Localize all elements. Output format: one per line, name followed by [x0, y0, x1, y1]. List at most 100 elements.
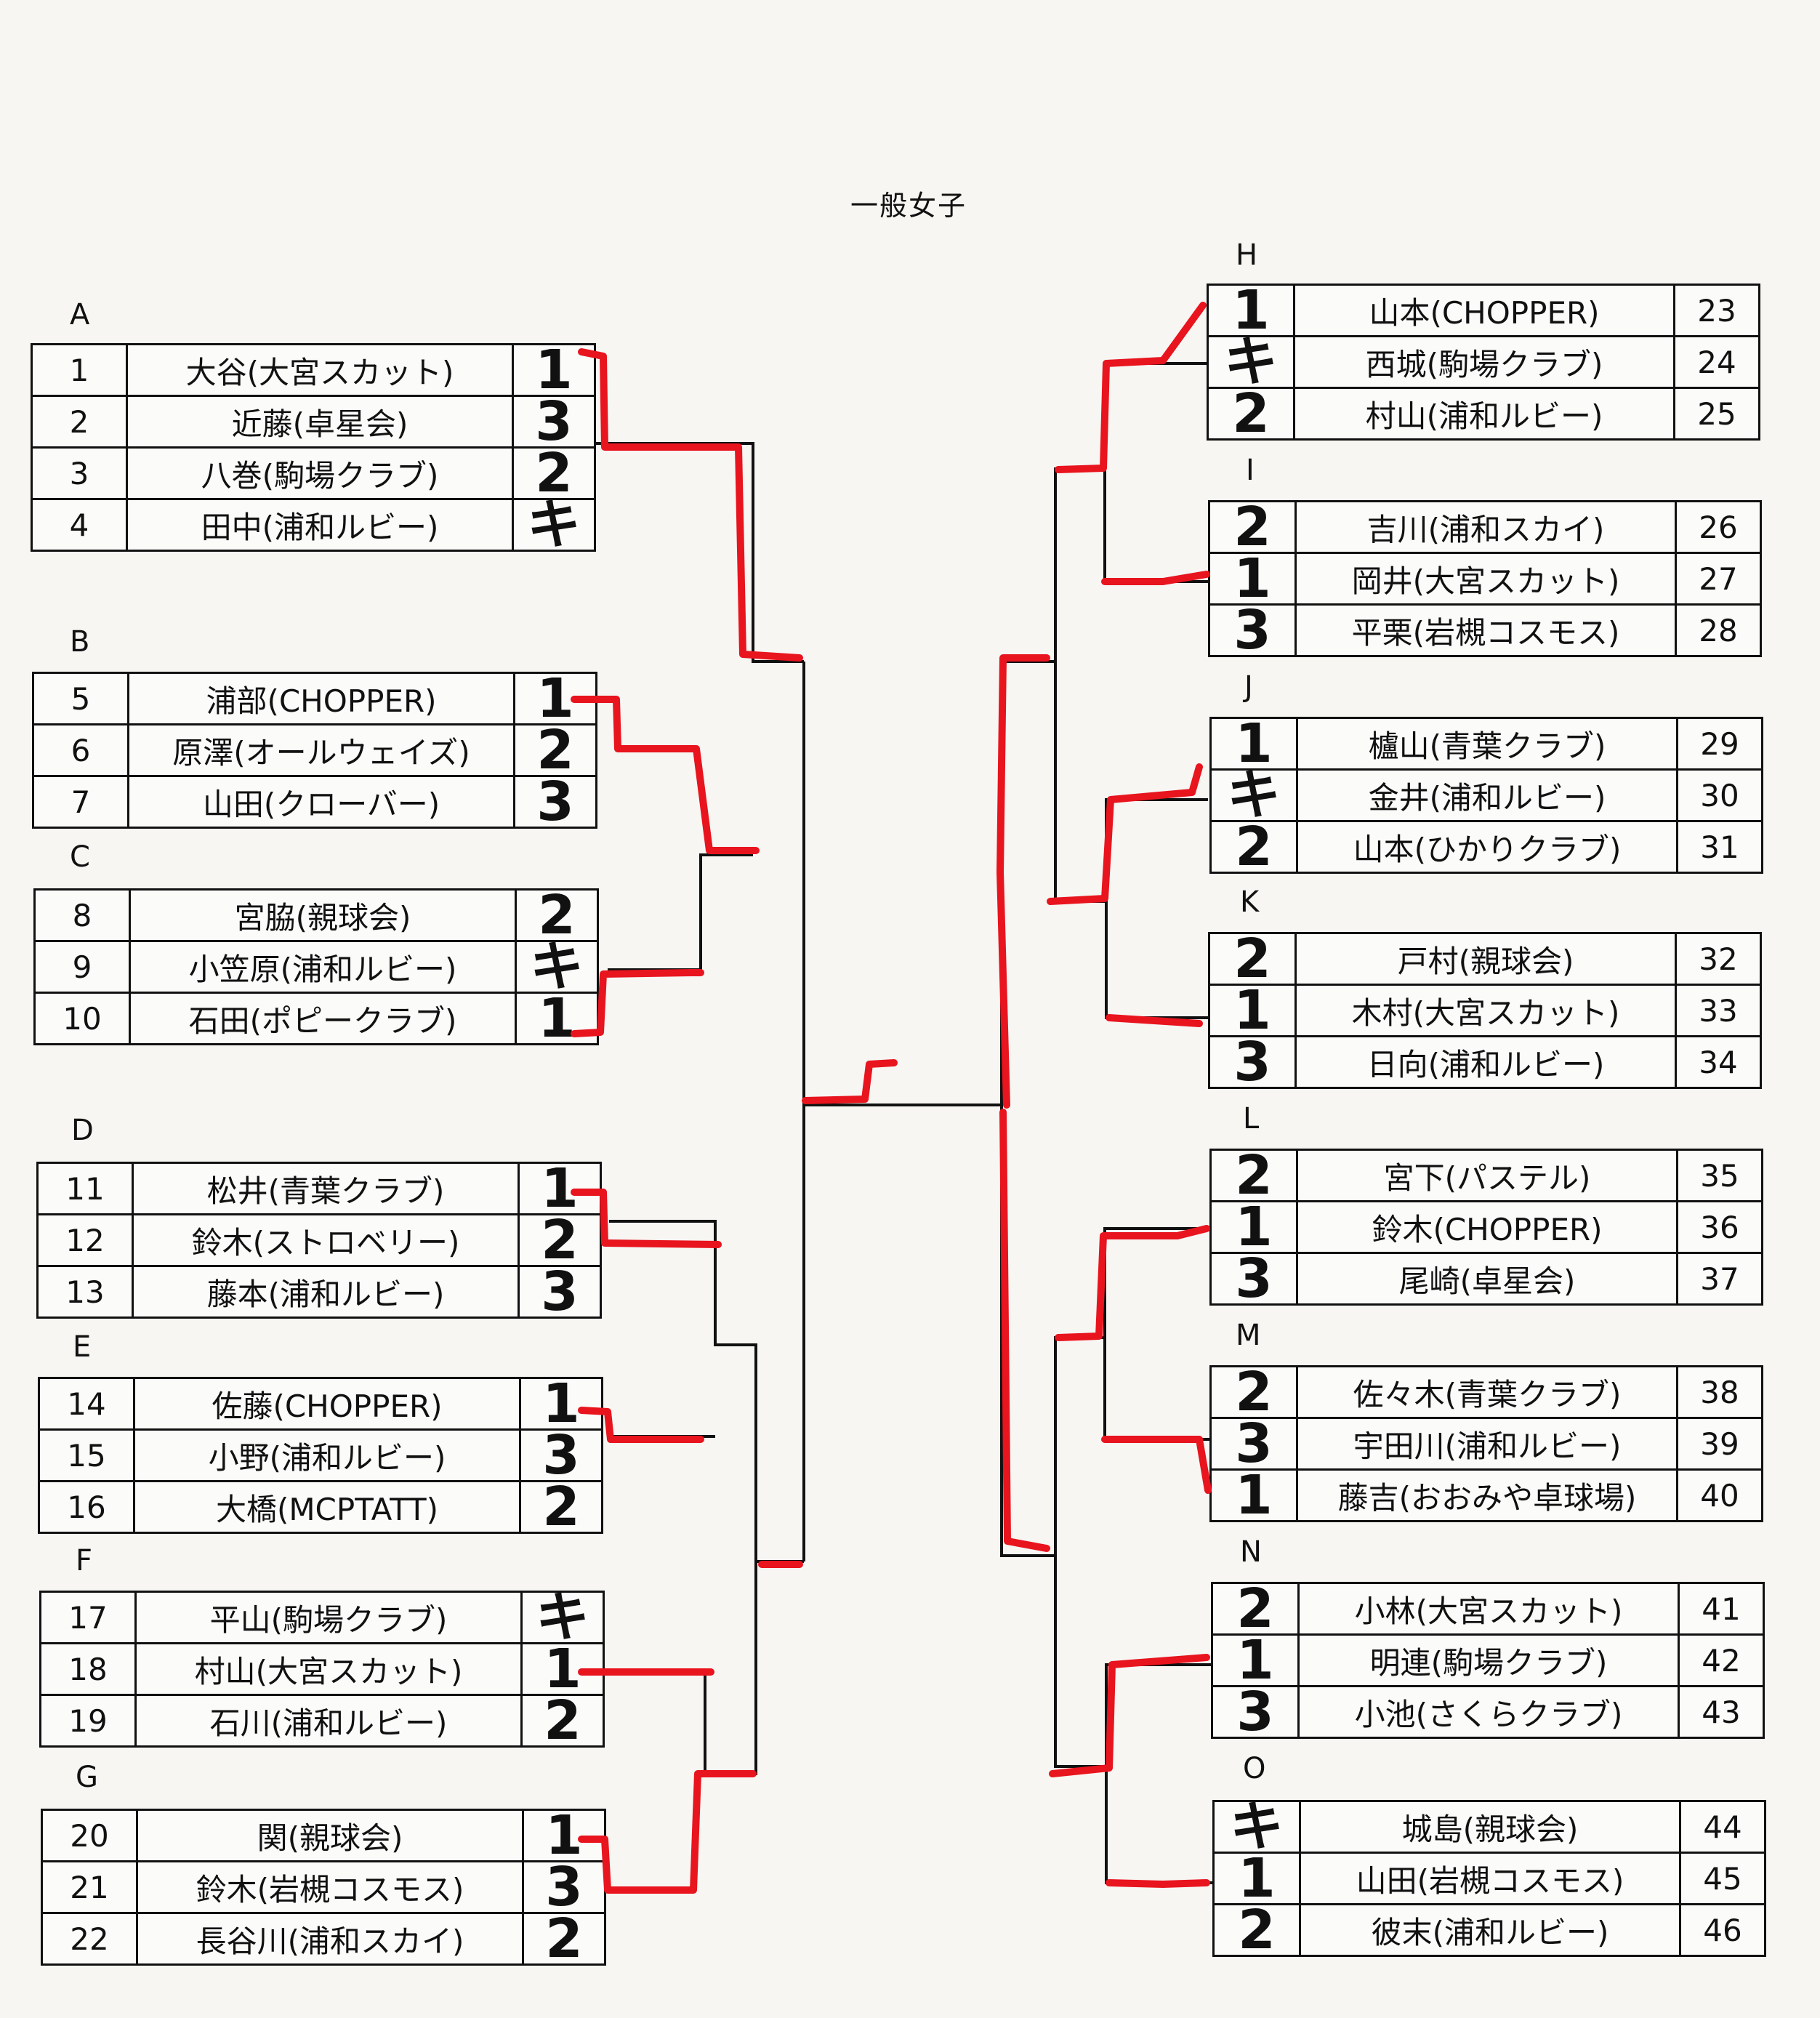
- winner-line: [1101, 571, 1210, 585]
- winner-line: [578, 348, 803, 662]
- group-label-a: A: [70, 298, 90, 331]
- winner-line: [1101, 1436, 1212, 1494]
- group-label-g: G: [76, 1761, 98, 1794]
- bracket-line: [1105, 901, 1208, 1019]
- group-label-n: N: [1240, 1535, 1262, 1569]
- winner-line: [578, 1770, 757, 1894]
- bracket-lines-black: [596, 362, 1212, 1884]
- bracket-line: [609, 1561, 757, 1775]
- group-label-b: B: [70, 625, 90, 659]
- bracket-line: [1000, 1105, 1209, 1557]
- bracket-line: [1105, 1766, 1212, 1884]
- winner-path-red: [571, 302, 1212, 1894]
- group-label-f: F: [76, 1544, 93, 1577]
- group-label-l: L: [1243, 1102, 1260, 1135]
- table-row: キ金井(浦和ルビー)30: [1209, 768, 1763, 822]
- winner-line: [999, 1109, 1050, 1552]
- group-label-k: K: [1240, 885, 1260, 919]
- winner-line: [571, 696, 760, 854]
- page-title: 一般女子: [850, 190, 967, 222]
- group-label-j: J: [1244, 670, 1253, 704]
- group-label-d: D: [71, 1114, 94, 1147]
- group-label-e: E: [73, 1330, 92, 1364]
- winner-line: [802, 1059, 898, 1104]
- table-row: キ西城(駒場クラブ)24: [1207, 335, 1760, 389]
- winner-line: [1106, 1014, 1203, 1027]
- winner-line: [1049, 1654, 1210, 1777]
- group-label-m: M: [1236, 1319, 1261, 1352]
- bracket-line: [1054, 1556, 1211, 1768]
- winner-line: [1055, 1225, 1210, 1341]
- winner-line: [1106, 1879, 1210, 1888]
- bracket-line: [609, 1220, 804, 1563]
- winner-line: [996, 654, 1050, 1109]
- winner-line: [1055, 302, 1207, 473]
- bracket-line: [909, 362, 1208, 1106]
- bracket-line: [1103, 1338, 1209, 1441]
- bracket-line: [1103, 469, 1208, 583]
- bracket-line: [596, 442, 804, 663]
- table-row: キ城島(親球会)44: [1212, 1800, 1766, 1854]
- group-label-c: C: [70, 840, 90, 874]
- group-label-h: H: [1236, 238, 1258, 272]
- bracket-line: [1054, 662, 1208, 903]
